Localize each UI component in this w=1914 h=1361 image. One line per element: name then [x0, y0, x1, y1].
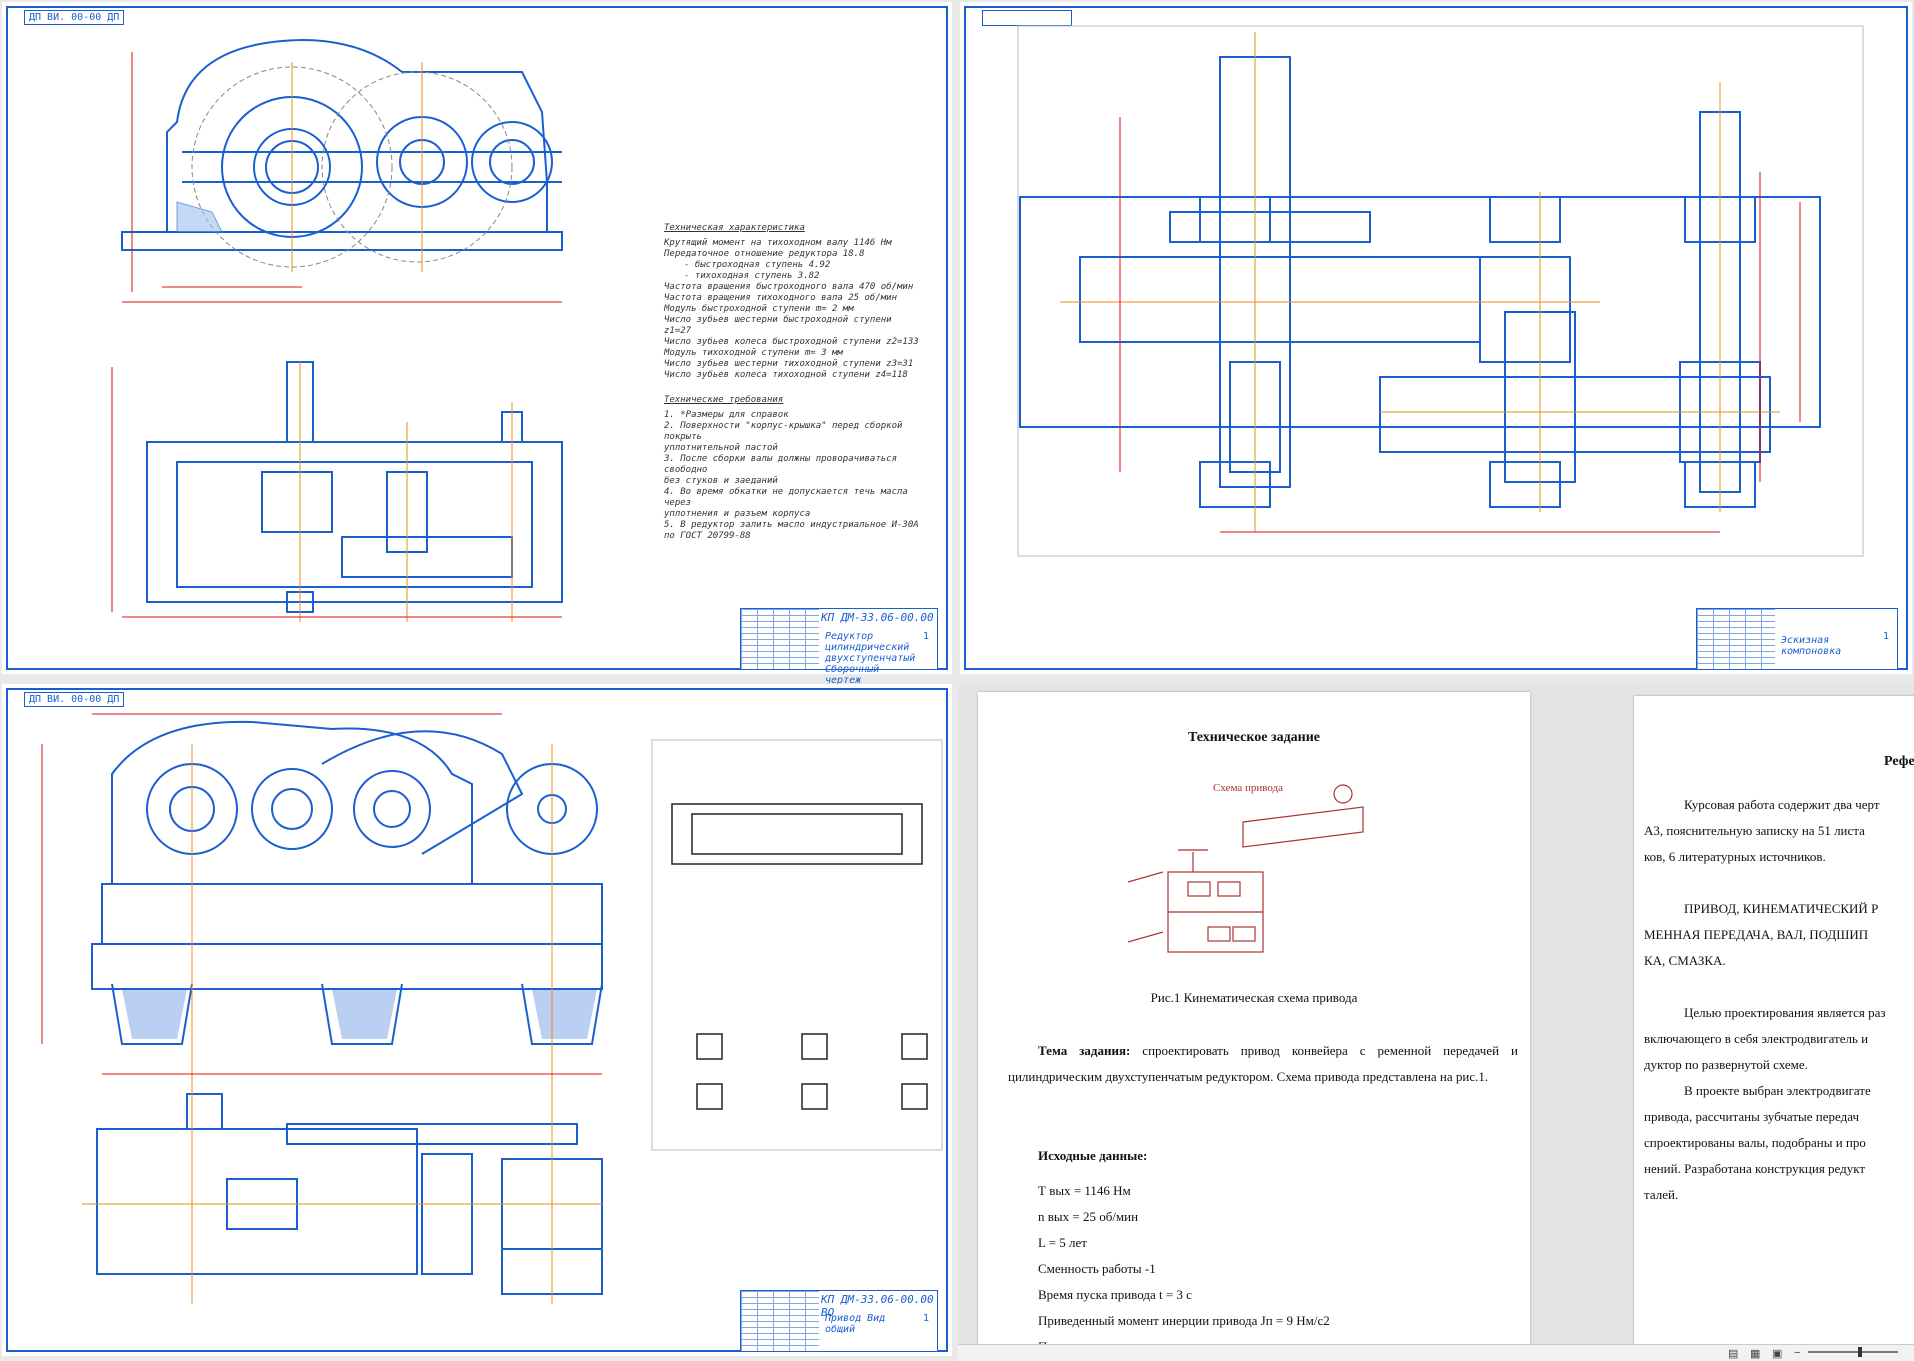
title-block-sheet: 1 [922, 1313, 929, 1324]
tech-line: Частота вращения быстроходного вала 470 … [664, 282, 914, 292]
initial-data-label: Исходные данные: [1038, 1148, 1148, 1163]
drawing-stamp: ДП ВИ. 00-00 ДП [24, 692, 125, 707]
drawing-frame [6, 688, 948, 1352]
param-item: Передача реверсивная [1038, 1334, 1330, 1344]
doc2-line: дуктор по развернутой схеме. [1644, 1057, 1808, 1072]
tech-req-line: по ГОСТ 20799-88 [664, 531, 751, 541]
kinematic-scheme [1127, 784, 1364, 953]
tech-req-line: уплотнения и разъем корпуса [664, 509, 811, 519]
doc2-line: включающего в себя электродвигатель и [1644, 1031, 1869, 1046]
title-block: КП ДМ-33.06-00.00 Редуктор цилиндрически… [740, 608, 938, 686]
param-item: Сменность работы -1 [1038, 1261, 1156, 1276]
tech-line: Число зубьев шестерни тихоходной ступени… [664, 359, 914, 369]
tech-line: - быстроходная ступень 4.92 [684, 260, 831, 270]
title-block-code: КП ДМ-33.06-00.00 [821, 611, 934, 624]
title-block-name: Редуктор цилиндрический двухступенчатый … [825, 631, 916, 686]
topic-label: Тема задания: [1038, 1043, 1131, 1058]
doc2-line: А3, пояснительную записку на 51 листа [1644, 823, 1865, 838]
doc2-line: ков, 6 литературных источников. [1644, 849, 1826, 864]
zoom-slider[interactable] [1808, 1347, 1898, 1357]
drawing-frame [964, 6, 1908, 670]
title-block-sheet: 1 [922, 631, 929, 642]
zoom-slider-knob[interactable] [1858, 1347, 1862, 1357]
assembly-drawing [111, 38, 563, 622]
doc2-line: привода, рассчитаны зубчатые передач [1644, 1109, 1860, 1124]
tech-characteristics: Техническая характеристика Крутящий моме… [664, 217, 924, 542]
param-item: Приведенный момент инерции привода Jп = … [1038, 1313, 1330, 1328]
drawing-frame [6, 6, 948, 670]
tech-line: Число зубьев колеса быстроходной ступени… [664, 337, 919, 347]
doc2-line: Курсовая работа содержит два черт [1684, 797, 1880, 812]
scheme-label: Схема привода [1213, 782, 1284, 794]
title-block-code: КП ДМ-33.06-00.00 ВО [821, 1293, 934, 1319]
doc2-line: МЕННАЯ ПЕРЕДАЧА, ВАЛ, ПОДШИП [1644, 927, 1869, 942]
viewport-assembly[interactable]: ДП ВИ. 00-00 ДП [2, 2, 952, 686]
doc-title: Техническое задание [1187, 730, 1320, 745]
tech-line: Число зубьев шестерни быстроходной ступе… [664, 315, 892, 336]
doc2-line: талей. [1644, 1187, 1679, 1202]
figure-caption: Рис.1 Кинематическая схема привода [1150, 990, 1358, 1005]
topic-text: спроектировать привод конвейера с ременн… [1008, 1043, 1518, 1084]
doc2-text: Курсовая работа содержит два черт А3, по… [1644, 792, 1914, 1208]
title-block-grid [741, 1291, 819, 1351]
tech-req-line: уплотнительной пастой [664, 443, 778, 453]
tech-req-line: 2. Поверхности "корпус-крышка" перед сбо… [664, 421, 903, 442]
param-item: Т вых = 1146 Нм [1038, 1183, 1131, 1198]
layout-drawing [1017, 25, 1864, 557]
general-view-drawing [41, 713, 943, 1304]
title-block-name: Привод Вид общий [825, 1313, 886, 1335]
tech-req-line: 3. После сборки валы должны проворачиват… [664, 454, 897, 475]
document-area[interactable]: Техническое задание Схема привода Рис.1 … [958, 684, 1914, 1344]
print-layout-icon[interactable]: ▦ [1750, 1348, 1761, 1360]
title-block: Эскизная компоновка 1 [1696, 608, 1898, 670]
tech-req-line: 1. *Размеры для справок [664, 410, 789, 420]
zoom-out-icon[interactable]: − [1794, 1347, 1801, 1359]
tech-req-line: без стуков и заеданий [664, 476, 778, 486]
tech-requirements-heading: Технические требования [664, 395, 784, 405]
doc2-line: В проекте выбран электродвигате [1684, 1083, 1871, 1098]
doc2-line: КА, СМАЗКА. [1644, 953, 1726, 968]
param-item: Время пуска привода t = 3 с [1038, 1287, 1192, 1302]
drawing-stamp: ДП ВИ. 00-00 ДП [24, 10, 125, 25]
tech-line: Модуль тихоходной ступени m= 3 мм [664, 348, 843, 358]
title-block-name: Эскизная компоновка [1781, 635, 1842, 657]
tech-line: Крутящий момент на тихоходном валу 1146 … [664, 238, 892, 248]
tech-line: Частота вращения тихоходного вала 25 об/… [664, 293, 897, 303]
doc2-title: Рефе [1884, 754, 1914, 769]
title-block-grid [741, 609, 819, 669]
viewport-general-view[interactable]: ДП ВИ. 00-00 ДП [2, 684, 952, 1356]
param-list: Т вых = 1146 Нм n вых = 25 об/мин L = 5 … [1038, 1178, 1330, 1344]
tech-req-line: 4. Во время обкатки не допускается течь … [664, 487, 908, 508]
document-page-1[interactable]: Техническое задание Схема привода Рис.1 … [978, 692, 1530, 1344]
topic-paragraph: Тема задания: спроектировать привод конв… [1008, 1038, 1518, 1090]
document-page-2[interactable]: Рефе Курсовая работа содержит два черт А… [1634, 696, 1914, 1344]
tech-line: - тихоходная ступень 3.82 [684, 271, 820, 281]
tech-line: Число зубьев колеса тихоходной ступени z… [664, 370, 908, 380]
title-block-sheet: 1 [1882, 631, 1889, 642]
viewport-layout[interactable]: Эскизная компоновка 1 [960, 2, 1912, 674]
tech-req-line: 5. В редуктор залить масло индустриально… [664, 520, 919, 530]
doc2-line: Целью проектирования является раз [1684, 1005, 1886, 1020]
param-item: L = 5 лет [1038, 1235, 1087, 1250]
title-block-grid [1697, 609, 1775, 669]
param-item: n вых = 25 об/мин [1038, 1209, 1139, 1224]
read-mode-icon[interactable]: ▤ [1728, 1348, 1739, 1360]
tech-line: Модуль быстроходной ступени m= 2 мм [664, 304, 854, 314]
status-bar: ▤ ▦ ▣ − [958, 1344, 1914, 1361]
doc2-line: спроектированы валы, подобраны и про [1644, 1135, 1866, 1150]
doc2-line: нений. Разработана конструкция редукт [1644, 1161, 1866, 1176]
doc2-line: ПРИВОД, КИНЕМАТИЧЕСКИЙ Р [1684, 901, 1879, 916]
web-layout-icon[interactable]: ▣ [1772, 1348, 1783, 1360]
title-block: КП ДМ-33.06-00.00 ВО Привод Вид общий 1 [740, 1290, 938, 1352]
tech-characteristics-heading: Техническая характеристика [664, 223, 805, 233]
tech-line: Передаточное отношение редуктора 18.8 [664, 249, 865, 259]
